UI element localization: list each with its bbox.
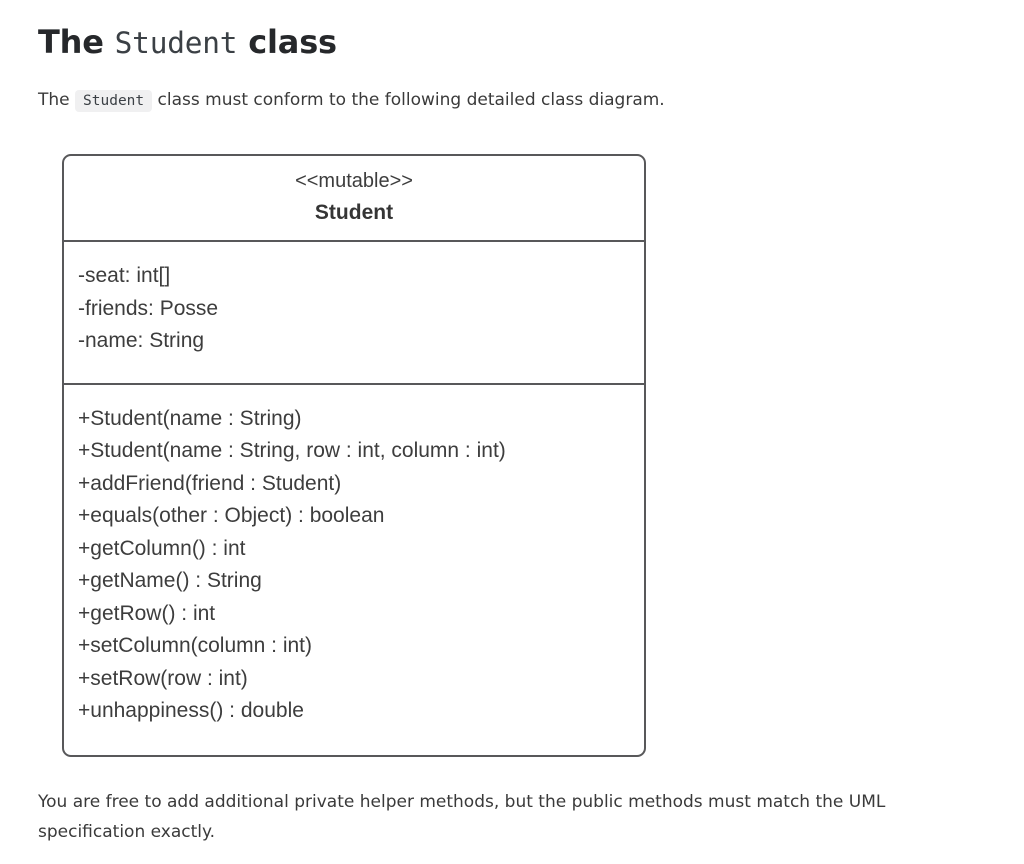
uml-class-name: Student xyxy=(314,201,394,224)
uml-field: -name: String xyxy=(78,329,205,352)
intro-paragraph: The Student class must conform to the fo… xyxy=(38,87,986,114)
uml-method: +getName() : String xyxy=(78,569,262,592)
uml-method: +unhappiness() : double xyxy=(78,699,304,722)
uml-class-diagram: <<mutable>> Student -seat: int[] -friend… xyxy=(62,154,646,757)
uml-field: -friends: Posse xyxy=(78,296,219,320)
uml-method: +setRow(row : int) xyxy=(78,666,248,690)
uml-methods-compartment: +Student(name : String) +Student(name : … xyxy=(64,382,644,755)
page-title-suffix: class xyxy=(237,23,337,61)
uml-method: +getRow() : int xyxy=(78,601,216,625)
page-title-code: Student xyxy=(114,26,238,60)
footer-note: You are free to add additional private h… xyxy=(38,791,886,842)
page-title: The Student class xyxy=(38,20,986,65)
uml-fields-compartment: -seat: int[] -friends: Posse -name: Stri… xyxy=(64,240,644,383)
uml-field: -seat: int[] xyxy=(78,264,171,287)
uml-stereotype: <<mutable>> xyxy=(295,170,413,192)
uml-method: +Student(name : String) xyxy=(78,406,302,430)
uml-method: +equals(other : Object) : boolean xyxy=(78,504,385,527)
uml-header-compartment: <<mutable>> Student xyxy=(64,156,644,240)
intro-prefix: The xyxy=(38,90,76,110)
uml-method: +Student(name : String, row : int, colum… xyxy=(78,439,506,462)
uml-method: +setColumn(column : int) xyxy=(78,634,313,657)
page-title-prefix: The xyxy=(38,23,115,61)
intro-suffix: class must conform to the following deta… xyxy=(152,90,665,110)
uml-method: +addFriend(friend : Student) xyxy=(78,471,342,495)
uml-method: +getColumn() : int xyxy=(78,536,246,560)
intro-code-chip: Student xyxy=(75,90,153,112)
